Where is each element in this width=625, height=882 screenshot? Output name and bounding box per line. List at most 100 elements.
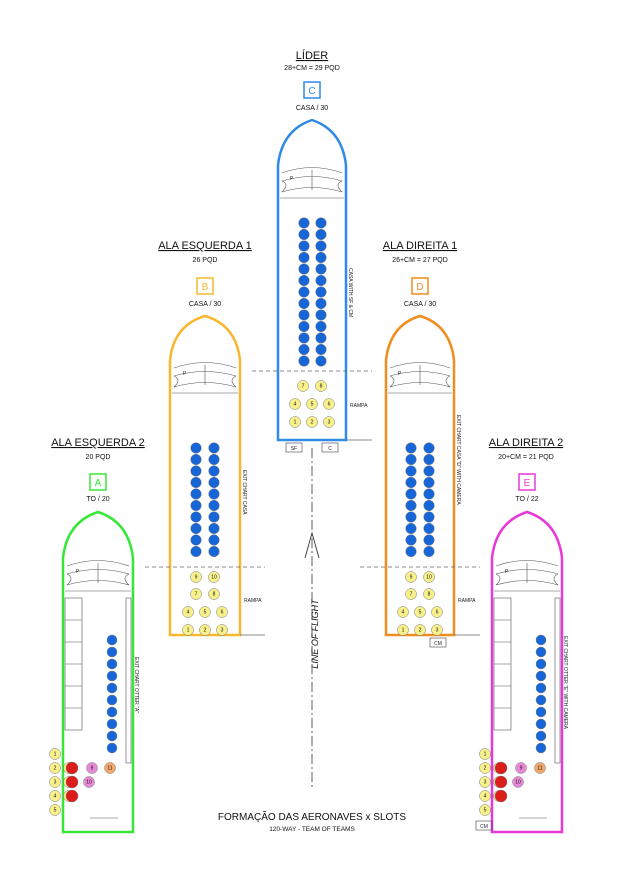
slot-yellow-number: 2 bbox=[484, 766, 487, 772]
slot-blue bbox=[535, 670, 547, 682]
slot-blue bbox=[190, 522, 202, 535]
box-c-label: C bbox=[328, 446, 332, 452]
slot-blue bbox=[298, 274, 310, 287]
ramp-label-b: RAMPA bbox=[244, 598, 262, 604]
slot-pink-number: 9 bbox=[520, 766, 523, 772]
slot-yellow-number: 6 bbox=[221, 610, 224, 616]
slot-blue bbox=[298, 251, 310, 264]
count-b: 26 PQD bbox=[193, 257, 218, 264]
flight-arrow bbox=[304, 531, 320, 559]
slot-orange-number: 11 bbox=[107, 766, 112, 772]
slot-blue bbox=[405, 511, 417, 523]
aircraft-a: P EXIT CHART OTTER "A" 1234567891011 bbox=[49, 510, 139, 834]
letter-d: D bbox=[416, 282, 423, 293]
slot-yellow bbox=[49, 776, 61, 788]
box-c: C bbox=[321, 442, 339, 453]
slot-yellow-number: 3 bbox=[328, 420, 331, 426]
box-cm-e-label: CM bbox=[480, 824, 488, 830]
slot-yellow-number: 1 bbox=[484, 752, 487, 758]
ramp-label-d: RAMPA bbox=[458, 598, 476, 604]
slot-yellow bbox=[190, 588, 202, 600]
slot-pink bbox=[512, 776, 524, 788]
slot-yellow-number: 10 bbox=[211, 575, 217, 581]
slot-pink-number: 10 bbox=[515, 780, 521, 786]
slot-yellow-number: 6 bbox=[436, 610, 439, 616]
slot-yellow bbox=[306, 416, 318, 428]
slot-blue bbox=[208, 522, 220, 535]
slot-blue bbox=[423, 453, 435, 466]
slot-blue bbox=[535, 742, 547, 754]
slot-yellow-number: 2 bbox=[54, 766, 57, 772]
slot-yellow bbox=[289, 398, 301, 410]
slot-yellow-number: 3 bbox=[221, 628, 224, 634]
slot-blue bbox=[208, 465, 220, 477]
side-label-a: EXIT CHART OTTER "A" bbox=[133, 657, 139, 713]
slot-blue bbox=[298, 240, 310, 252]
slot-yellow bbox=[216, 606, 228, 618]
slot-blue bbox=[405, 499, 417, 512]
slot-red bbox=[65, 761, 79, 775]
box-sf-label: SF bbox=[291, 446, 297, 452]
slot-blue bbox=[315, 332, 327, 344]
seats-e bbox=[493, 597, 561, 819]
pilot-e: P bbox=[505, 569, 509, 575]
count-a: 20 PQD bbox=[86, 454, 111, 461]
aircraft-d: P RAMPA EXIT CHART CASA "D" WITH CAMERA … bbox=[360, 314, 480, 648]
slot-blue bbox=[423, 488, 435, 500]
slot-blue bbox=[405, 476, 417, 489]
slot-yellow-number: 8 bbox=[213, 592, 216, 598]
seats-a bbox=[64, 597, 132, 819]
slot-yellow bbox=[208, 571, 220, 583]
slot-blue bbox=[535, 706, 547, 718]
letter-a: A bbox=[95, 478, 102, 489]
slot-yellow-number: 3 bbox=[484, 780, 487, 786]
line-of-flight-label: LINE OF FLIGHT bbox=[310, 598, 320, 669]
title-b: ALA ESQUERDA 1 bbox=[158, 240, 252, 252]
slot-yellow-number: 6 bbox=[328, 402, 331, 408]
cockpit-e bbox=[494, 560, 560, 592]
slot-red bbox=[494, 761, 508, 775]
slot-blue bbox=[106, 670, 118, 682]
slot-blue bbox=[315, 355, 327, 367]
slot-blue bbox=[190, 534, 202, 546]
slots-e: 1234567891011 bbox=[479, 634, 547, 816]
cockpit-a bbox=[65, 560, 131, 592]
slot-blue bbox=[106, 682, 118, 694]
slot-blue bbox=[190, 545, 202, 558]
slot-yellow bbox=[323, 416, 335, 428]
slot-blue bbox=[315, 274, 327, 287]
slot-blue bbox=[106, 742, 118, 754]
slot-yellow bbox=[431, 606, 443, 618]
slot-orange bbox=[534, 762, 546, 774]
footer-title: FORMAÇÃO DAS AERONAVES x SLOTS bbox=[218, 810, 407, 823]
slot-blue bbox=[423, 545, 435, 558]
slot-blue bbox=[423, 534, 435, 546]
slot-red bbox=[494, 789, 508, 803]
pilot-c: P bbox=[290, 176, 294, 182]
slot-blue bbox=[315, 309, 327, 321]
slot-yellow bbox=[289, 416, 301, 428]
model-e: TO / 22 bbox=[515, 496, 538, 503]
side-label-d: EXIT CHART CASA "D" WITH CAMERA bbox=[455, 415, 461, 505]
slot-yellow-number: 1 bbox=[294, 420, 297, 426]
slot-yellow bbox=[405, 588, 417, 600]
slot-blue bbox=[106, 694, 118, 706]
slot-yellow bbox=[414, 624, 426, 636]
slot-blue bbox=[106, 730, 118, 742]
pilot-b: P bbox=[183, 371, 187, 377]
slot-yellow bbox=[431, 624, 443, 636]
slot-blue bbox=[315, 217, 327, 229]
slot-blue bbox=[190, 465, 202, 477]
slot-yellow bbox=[306, 398, 318, 410]
slot-blue bbox=[405, 545, 417, 558]
side-label-b: EXIT CHART CASA bbox=[241, 470, 247, 515]
count-d: 26+CM = 27 PQD bbox=[392, 257, 448, 264]
slot-yellow-number: 2 bbox=[419, 628, 422, 634]
slot-blue bbox=[208, 488, 220, 500]
letter-box-c: C bbox=[303, 81, 321, 99]
slot-yellow-number: 4 bbox=[187, 610, 190, 616]
slot-blue bbox=[405, 488, 417, 500]
slot-yellow bbox=[49, 748, 61, 760]
slot-yellow-number: 8 bbox=[320, 384, 323, 390]
